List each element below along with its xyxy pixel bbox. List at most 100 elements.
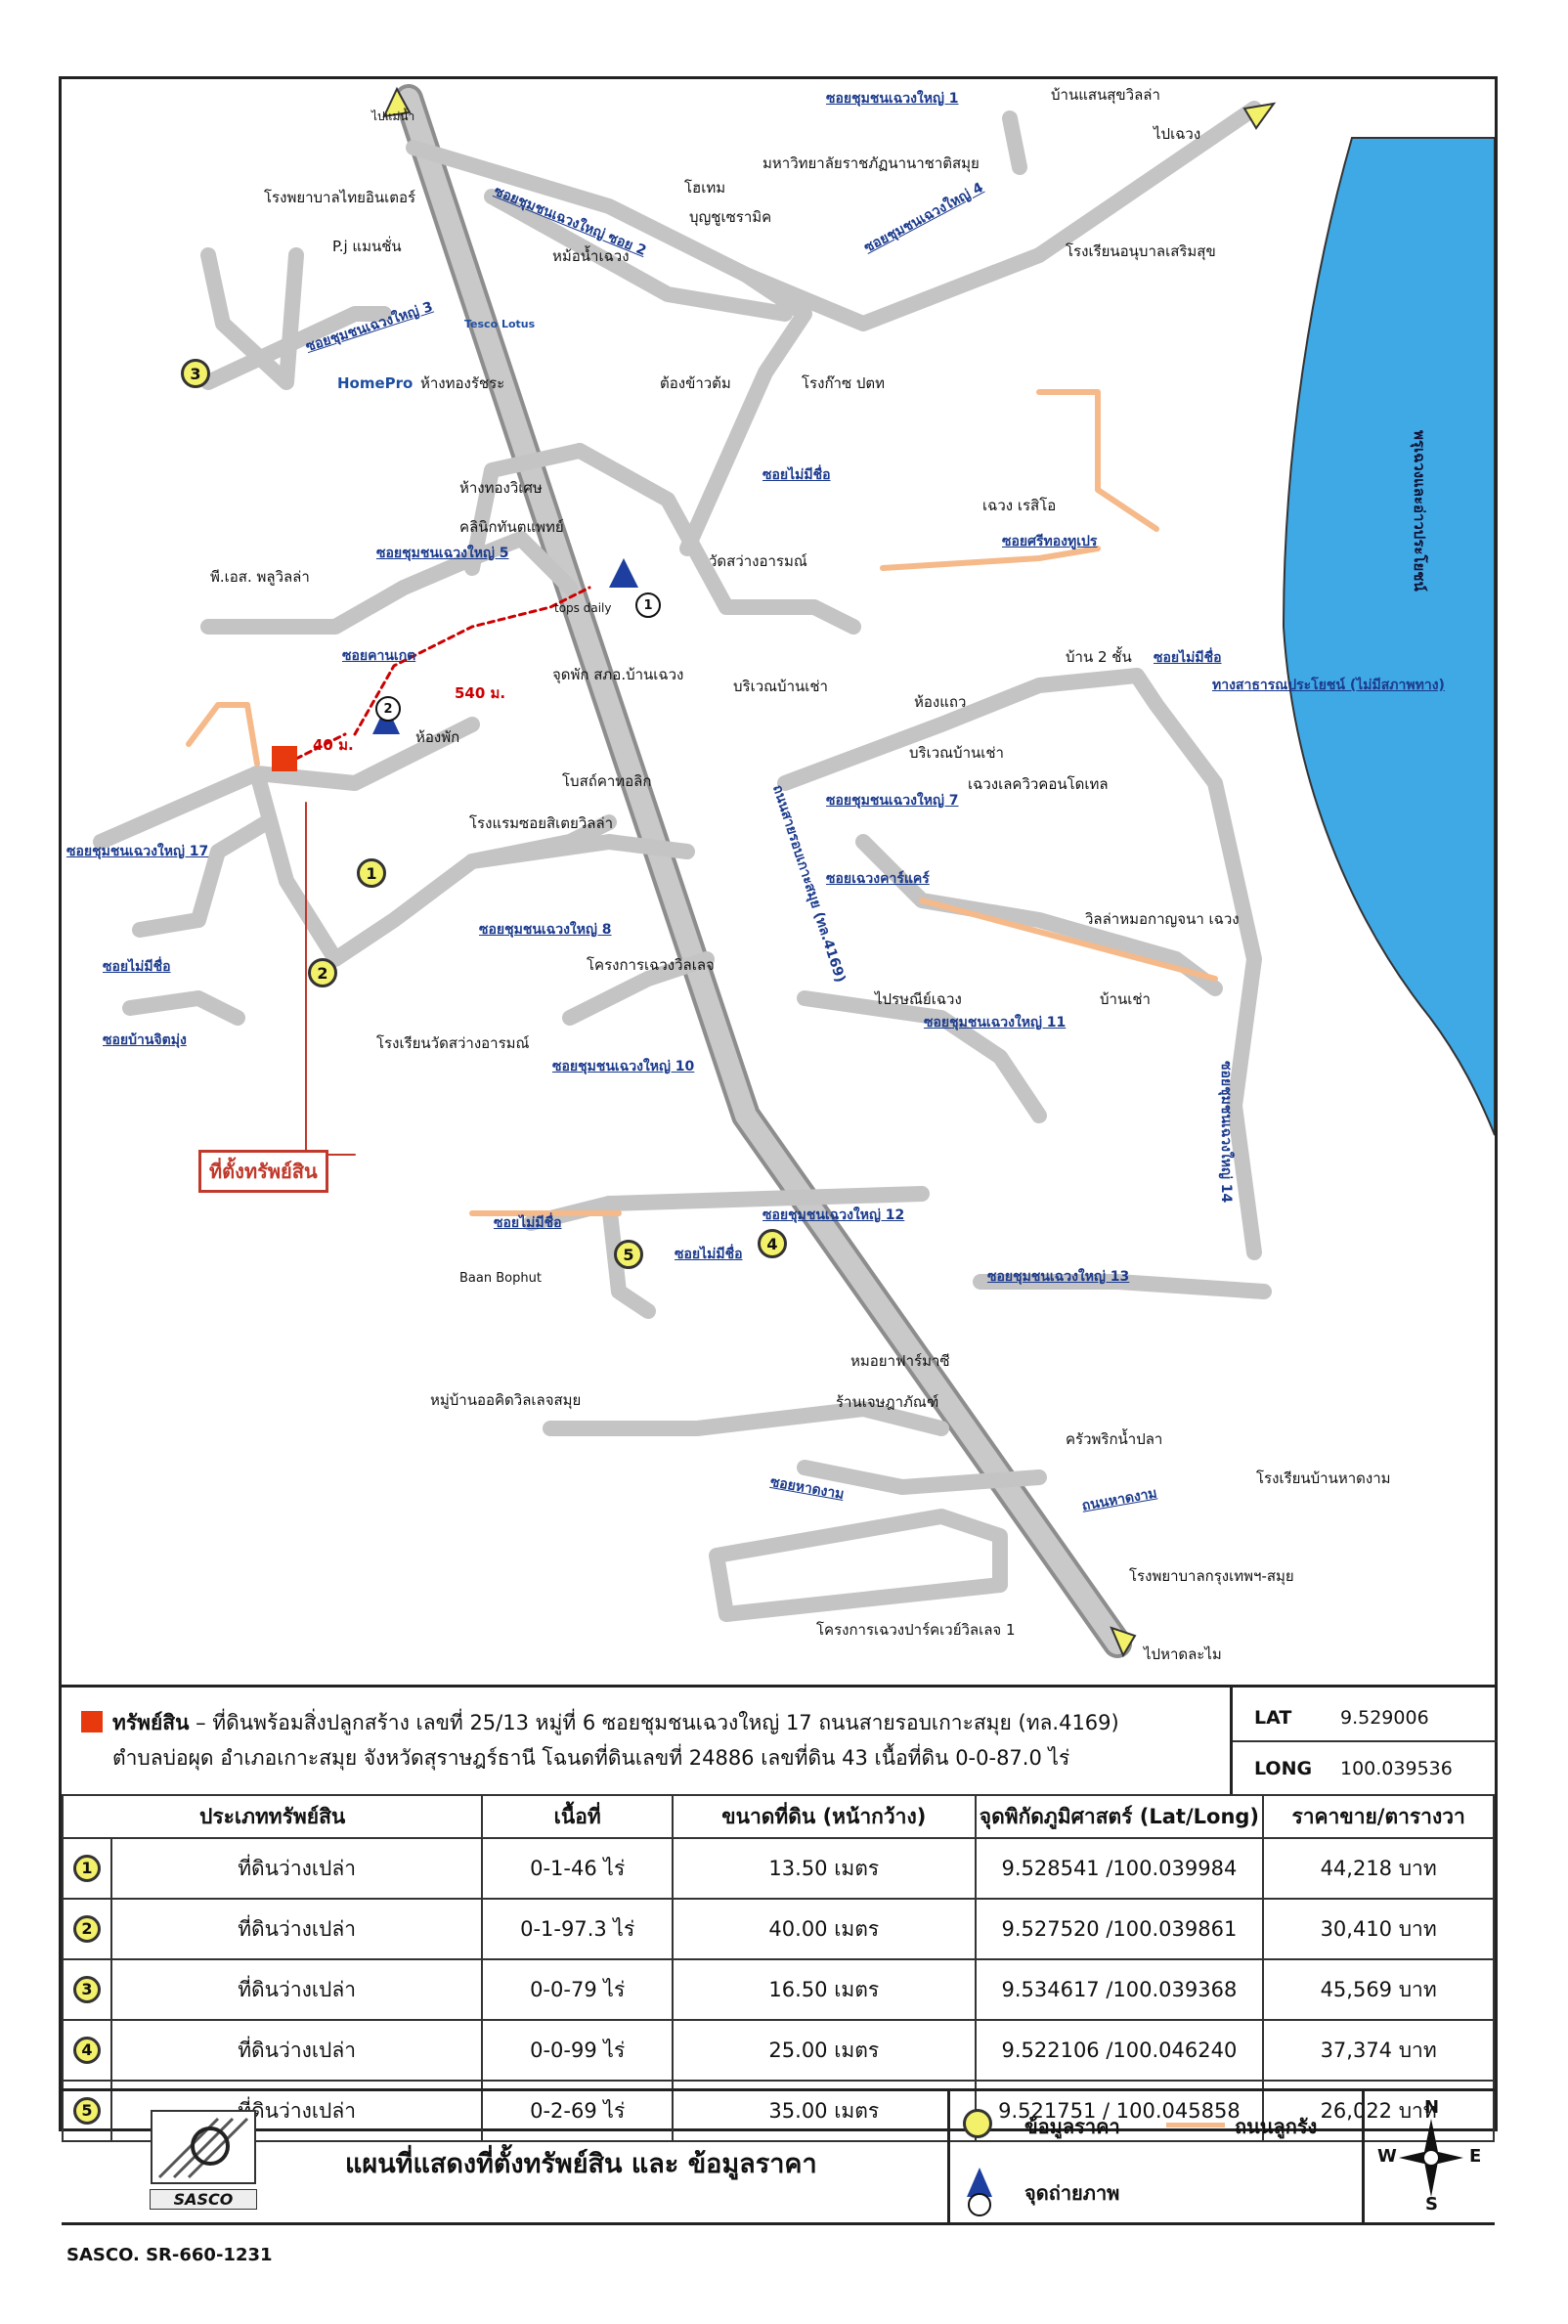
long-label: LONG bbox=[1254, 1758, 1313, 1779]
photo-marker-1 bbox=[609, 558, 638, 588]
arrow-south bbox=[1110, 1626, 1137, 1658]
road-label-5: ซอยชุมชนเฉวงใหญ่ 5 bbox=[376, 546, 509, 561]
label-gas-station: โรงก๊าซ ปตท bbox=[802, 374, 886, 392]
legend-price-info: ข้อมูลราคา bbox=[1024, 2115, 1120, 2138]
row-area: 0-0-79 ไร่ bbox=[481, 1958, 675, 2021]
photo-point-2[interactable]: 2 bbox=[375, 696, 401, 722]
row-type: ที่ดินว่างเปล่า bbox=[109, 1837, 484, 1900]
road-label-11: ซอยชุมชนเฉวงใหญ่ 11 bbox=[924, 1015, 1067, 1030]
road-17b bbox=[249, 766, 695, 967]
road-label-chawengcare: ซอยเฉวงคาร์แคร์ bbox=[826, 871, 930, 887]
price-pin-1[interactable]: 1 bbox=[357, 858, 386, 888]
label-parkway-village: โครงการเฉวงปาร์คเวย์วิลเลจ 1 bbox=[816, 1621, 1016, 1639]
row-pin: 2 bbox=[72, 1915, 101, 1943]
label-distance-540: 540 ม. bbox=[455, 684, 506, 702]
label-photo-spot: จุดพัก สภอ.บ้านเฉวง bbox=[552, 666, 684, 683]
row-pin: 3 bbox=[72, 1976, 101, 2003]
road-bophut bbox=[601, 1196, 656, 1319]
price-pin-2[interactable]: 2 bbox=[308, 958, 337, 987]
legend-photo-icon bbox=[967, 2168, 992, 2216]
arrow-north bbox=[382, 86, 412, 118]
row-coords: 9.528541 /100.039984 bbox=[974, 1837, 1265, 1900]
road-1 bbox=[1002, 110, 1027, 175]
compass-s: S bbox=[1425, 2194, 1438, 2214]
dashed-route bbox=[353, 586, 591, 736]
price-pin-3[interactable]: 3 bbox=[181, 359, 210, 388]
direction-east: ไปเฉวง bbox=[1154, 125, 1201, 143]
sea-label: พรุเฉวงและอ่าวประโยชน์ bbox=[1411, 430, 1428, 592]
label-hotel: โฮเทม bbox=[684, 179, 726, 197]
road-label-public-way: ทางสาธารณประโยชน์ (ไม่มีสภาพทาง) bbox=[1212, 678, 1445, 693]
dirt-road-1 bbox=[1036, 389, 1159, 532]
label-shop: ร้านเจษฎาภัณฑ์ bbox=[836, 1393, 939, 1411]
price-pin-5[interactable]: 5 bbox=[614, 1240, 643, 1269]
label-rental-area-2: บริเวณบ้านเช่า bbox=[909, 744, 1004, 762]
label-distance-40: 40 ม. bbox=[313, 736, 354, 754]
table-row: 4 ที่ดินว่างเปล่า 0-0-99 ไร่ 25.00 เมตร … bbox=[62, 2019, 1495, 2082]
row-type: ที่ดินว่างเปล่า bbox=[109, 1958, 484, 2021]
property-location-callout: ที่ตั้งทรัพย์สิน bbox=[198, 1150, 328, 1193]
property-line1: – ที่ดินพร้อมสิ่งปลูกสร้าง เลขที่ 25/13 … bbox=[189, 1711, 1119, 1734]
long-value: 100.039536 bbox=[1340, 1758, 1453, 1779]
road-4 bbox=[679, 267, 812, 556]
label-post-office: ไปรษณีย์เฉวง bbox=[875, 990, 962, 1008]
row-price: 45,569 บาท bbox=[1262, 1958, 1495, 2021]
label-wat-sawang: วัดสว่างอารมณ์ bbox=[709, 552, 807, 570]
compass: N S W E bbox=[1377, 2097, 1485, 2214]
road-10 bbox=[562, 951, 715, 1026]
location-map bbox=[93, 84, 1495, 1658]
document-code: SASCO. SR-660-1231 bbox=[66, 2245, 273, 2265]
property-marker bbox=[81, 1711, 103, 1732]
road-hatngam2 bbox=[797, 1460, 1047, 1495]
label-moa-chaweng: หม้อน้ำเฉวง bbox=[552, 247, 630, 265]
map-title: แผนที่แสดงที่ตั้งทรัพย์สิน และ ข้อมูลราค… bbox=[345, 2149, 817, 2179]
compass-w: W bbox=[1377, 2146, 1397, 2167]
property-description: ทรัพย์สิน – ที่ดินพร้อมสิ่งปลูกสร้าง เลข… bbox=[112, 1705, 1237, 1776]
lat-value: 9.529006 bbox=[1340, 1707, 1429, 1729]
header-type: ประเภททรัพย์สิน bbox=[61, 1794, 484, 1839]
road-label-chawengsri: ซอยศรีทองทูเปร bbox=[1002, 534, 1098, 549]
label-rooms: ห้องพัก bbox=[415, 728, 460, 746]
table-row: 1 ที่ดินว่างเปล่า 0-1-46 ไร่ 13.50 เมตร … bbox=[62, 1837, 1495, 1900]
road-label-noname-4: ซอยไม่มีชื่อ bbox=[494, 1215, 562, 1231]
label-school-anuban: โรงเรียนอนุบาลเสริมสุข bbox=[1066, 242, 1216, 260]
row-area: 0-1-46 ไร่ bbox=[481, 1837, 675, 1900]
dirt-road-3 bbox=[186, 702, 260, 767]
main-road bbox=[394, 84, 1132, 1658]
label-rental-house: บ้านเช่า bbox=[1100, 990, 1151, 1008]
row-area: 0-1-97.3 ไร่ bbox=[481, 1898, 675, 1960]
row-width: 16.50 เมตร bbox=[672, 1958, 977, 2021]
row-pin: 1 bbox=[72, 1855, 101, 1882]
road-13 bbox=[973, 1274, 1272, 1299]
compass-icon bbox=[1399, 2119, 1463, 2197]
legend-photo-point: จุดถ่ายภาพ bbox=[1024, 2181, 1120, 2205]
road-label-7: ซอยชุมชนเฉวงใหญ่ 7 bbox=[826, 793, 959, 809]
row-type: ที่ดินว่างเปล่า bbox=[109, 2019, 484, 2082]
road-label-8: ซอยชุมชนเฉวงใหญ่ 8 bbox=[479, 922, 612, 938]
row-width: 13.50 เมตร bbox=[672, 1837, 977, 1900]
label-school-hat-ngam: โรงเรียนบ้านหาดงาม bbox=[1256, 1469, 1391, 1487]
road-park bbox=[709, 1509, 1008, 1622]
header-width: ขนาดที่ดิน (หน้ากว้าง) bbox=[672, 1794, 977, 1839]
road-label-banchittung: ซอยบ้านจิตมุ่ง bbox=[103, 1032, 187, 1048]
property-title: ทรัพย์สิน bbox=[112, 1711, 190, 1734]
photo-point-1[interactable]: 1 bbox=[635, 592, 661, 618]
label-orchid-village: หมู่บ้านออคิดวิลเลจสมุย bbox=[430, 1391, 582, 1409]
label-restaurant: ครัวพริกน้ำปลา bbox=[1066, 1430, 1163, 1448]
legend-price-pin-icon bbox=[963, 2109, 992, 2138]
row-width: 40.00 เมตร bbox=[672, 1898, 977, 1960]
road-hatngam bbox=[543, 1401, 949, 1436]
label-tesco: Tesco Lotus bbox=[464, 318, 536, 330]
road-soi bbox=[464, 443, 588, 576]
price-pin-4[interactable]: 4 bbox=[758, 1229, 787, 1258]
arrow-east bbox=[1242, 102, 1277, 130]
label-pj-mansion: P.j แมนชั่น bbox=[332, 238, 402, 255]
property-coordinates: LAT 9.529006 LONG 100.039536 bbox=[1230, 1688, 1498, 1794]
compass-e: E bbox=[1469, 2146, 1482, 2167]
road-label-1: ซอยชุมชนเฉวงใหญ่ 1 bbox=[826, 91, 959, 107]
label-row-house: ห้องแถว bbox=[914, 693, 967, 711]
property-line2: ตำบลบ่อผุด อำเภอเกาะสมุย จังหวัดสุราษฎร์… bbox=[112, 1746, 1070, 1770]
legend-bar: SASCO แผนที่แสดงที่ตั้งทรัพย์สิน และ ข้อ… bbox=[62, 2088, 1495, 2225]
label-clinic: คลินิกทันตแพทย์ bbox=[459, 518, 564, 536]
road-label-kantwet: ซอยคานเกต bbox=[342, 648, 416, 664]
